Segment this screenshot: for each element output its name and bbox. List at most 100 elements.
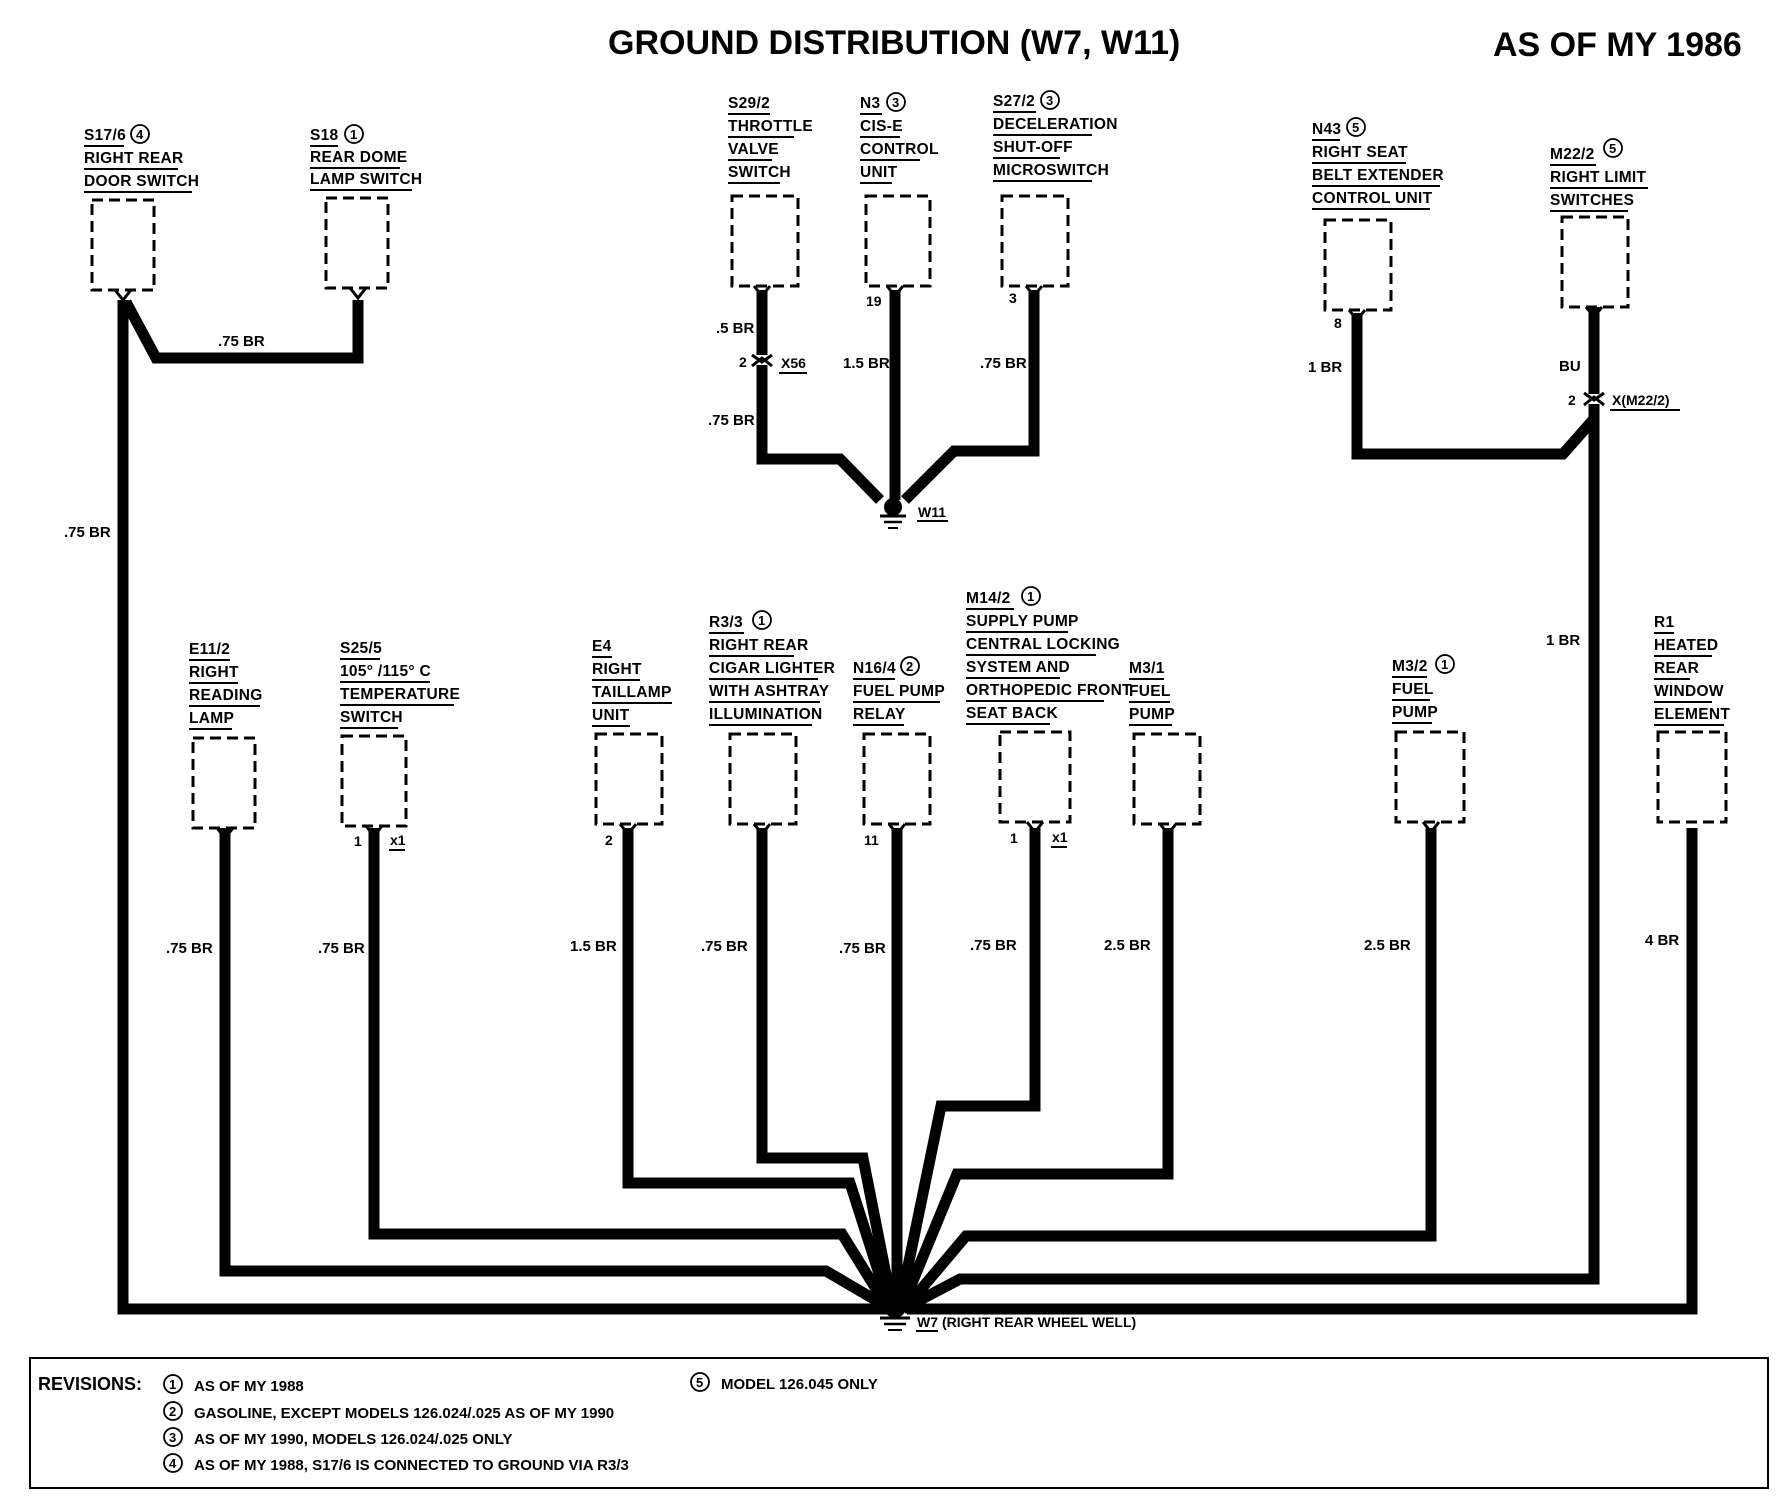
box-s18 [324, 196, 390, 290]
component-line: RIGHT [592, 661, 642, 678]
wire-label-n43: 1 BR [1308, 359, 1342, 376]
wire-label-s29-2-upper: .5 BR [716, 320, 755, 337]
connector-m14-2: x1 [1052, 829, 1068, 845]
pin-s27-2: 3 [1009, 290, 1017, 306]
component-line: SHUT-OFF [993, 139, 1073, 156]
component-line: WINDOW [1654, 683, 1724, 700]
revision-marker: 5 [1609, 141, 1616, 156]
wire-m3-1 [897, 828, 1174, 1308]
component-id: R1 [1654, 614, 1674, 631]
revision-item: GASOLINE, EXCEPT MODELS 126.024/.025 AS … [194, 1405, 614, 1422]
component-line: RIGHT REAR [709, 637, 808, 654]
connector-s25-5: x1 [390, 832, 406, 848]
component-line: SWITCHES [1550, 192, 1634, 209]
component-id: N43 [1312, 121, 1341, 138]
revision-item: AS OF MY 1988 [194, 1378, 304, 1395]
wire-label-e4: 1.5 BR [570, 938, 617, 955]
component-id: N16/4 [853, 660, 896, 677]
diagram-title: GROUND DISTRIBUTION (W7, W11) [608, 24, 1180, 62]
pin-s25-5: 1 [354, 833, 362, 849]
revision-marker: 1 [758, 613, 765, 628]
component-line: REAR [1654, 660, 1699, 677]
component-line: CONTROL [860, 141, 939, 158]
revision-number: 4 [169, 1456, 177, 1471]
revision-number: 1 [169, 1377, 176, 1392]
revision-marker: 3 [1046, 93, 1053, 108]
component-line: UNIT [860, 164, 898, 181]
model-year-label: AS OF MY 1986 [1493, 26, 1742, 64]
wire-label-s27-2: .75 BR [980, 355, 1027, 372]
wire-r3-3 [756, 828, 898, 1307]
component-id: S25/5 [340, 640, 382, 657]
component-id: M14/2 [966, 590, 1011, 607]
component-id: N3 [860, 95, 880, 112]
pin-n43: 8 [1334, 315, 1342, 331]
component-line: CENTRAL LOCKING [966, 636, 1120, 653]
component-id: S27/2 [993, 93, 1035, 110]
label-r3-3: R3/3 1 RIGHT REAR CIGAR LIGHTER WITH ASH… [709, 610, 835, 726]
wire-label-s25-5: .75 BR [318, 940, 365, 957]
component-line: FUEL [1392, 681, 1434, 698]
wire-n43 [1351, 313, 1598, 460]
revision-marker: 1 [1441, 657, 1448, 672]
ground-w11-label: W11 [918, 504, 946, 520]
component-id: S29/2 [728, 95, 770, 112]
label-s25-5: S25/5 105° /115° C TEMPERATURE SWITCH [340, 640, 460, 729]
component-line: ELEMENT [1654, 706, 1730, 723]
box-r3-3 [728, 732, 798, 826]
wire-m22-2 [900, 305, 1600, 1314]
component-line: REAR DOME [310, 149, 407, 166]
component-line: ORTHOPEDIC FRONT [966, 682, 1132, 699]
pin-terminals [113, 285, 1604, 841]
pin-n3: 19 [866, 293, 882, 309]
wire-label-m3-2: 2.5 BR [1364, 937, 1411, 954]
component-id: R3/3 [709, 614, 743, 631]
box-e11-2 [191, 736, 257, 830]
component-line: ILLUMINATION [709, 706, 823, 723]
component-line: SWITCH [340, 709, 403, 726]
component-line: SUPPLY PUMP [966, 613, 1079, 630]
revisions-panel: REVISIONS: 1 AS OF MY 1988 2 GASOLINE, E… [29, 1357, 1769, 1489]
wire-label-m3-1: 2.5 BR [1104, 937, 1151, 954]
label-m3-1: M3/1 FUEL PUMP [1129, 660, 1175, 726]
component-id: S17/6 [84, 127, 126, 144]
component-line: THROTTLE [728, 118, 813, 135]
label-s18: S18 1 REAR DOME LAMP SWITCH [310, 124, 422, 191]
box-s29-2 [730, 194, 800, 288]
wire-e11-2 [219, 828, 887, 1310]
box-n3 [864, 194, 932, 288]
revision-number: 3 [169, 1430, 176, 1445]
component-boxes [90, 194, 1728, 830]
wire-label-s29-2-lower: .75 BR [708, 412, 755, 429]
wire-s17-6-s18-link [121, 299, 364, 364]
label-s17-6: S17/6 4 RIGHT REAR DOOR SWITCH [84, 124, 199, 193]
component-line: PUMP [1392, 704, 1438, 721]
component-line: LAMP SWITCH [310, 171, 422, 188]
label-e4: E4 RIGHT TAILLAMP UNIT [592, 638, 672, 727]
pin-m14-2: 1 [1010, 830, 1018, 846]
component-id: E4 [592, 638, 612, 655]
component-id: S18 [310, 127, 339, 144]
revision-item: AS OF MY 1990, MODELS 126.024/.025 ONLY [194, 1431, 512, 1448]
label-n43: N43 5 RIGHT SEAT BELT EXTENDER CONTROL U… [1312, 117, 1444, 210]
wire-label-m22-2-lower: 1 BR [1546, 632, 1580, 649]
component-line: DECELERATION [993, 116, 1118, 133]
revision-marker: 1 [1027, 589, 1034, 604]
component-line: RELAY [853, 706, 906, 723]
connector-x-m22-2: 2 X(M22/2) [1568, 391, 1680, 411]
component-line: RIGHT REAR [84, 150, 183, 167]
component-line: RIGHT [189, 664, 239, 681]
wire-label-r1: 4 BR [1645, 932, 1679, 949]
wire-e4 [622, 828, 895, 1307]
box-s25-5 [340, 734, 408, 828]
wire-s29-2 [756, 290, 884, 504]
component-id: M22/2 [1550, 146, 1595, 163]
component-line: FUEL [1129, 683, 1171, 700]
box-s27-2 [1000, 194, 1070, 288]
wire-label-n3: 1.5 BR [843, 355, 890, 372]
box-n43 [1323, 218, 1393, 312]
component-id: E11/2 [189, 641, 230, 658]
box-n16-4 [862, 732, 932, 826]
revision-item: MODEL 126.045 ONLY [721, 1376, 878, 1393]
